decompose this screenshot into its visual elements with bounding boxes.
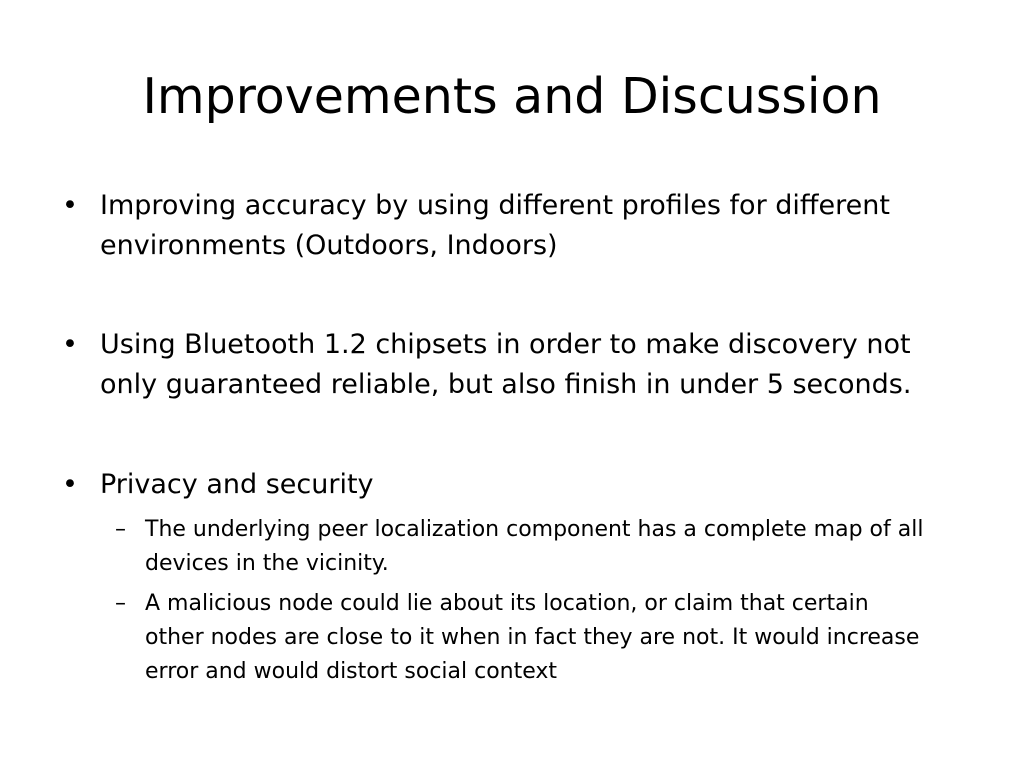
sub-bullet-line: devices in the vicinity. <box>145 551 389 576</box>
sub-bullet-line: The underlying peer localization compone… <box>145 517 924 542</box>
bullet-line: Privacy and security <box>100 469 374 500</box>
bullet-marker: • <box>62 469 78 500</box>
bullet-line: Using Bluetooth 1.2 chipsets in order to… <box>100 329 911 360</box>
sub-bullet-marker: – <box>115 591 126 616</box>
sub-bullet-line: other nodes are close to it when in fact… <box>145 625 920 650</box>
bullet-line: only guaranteed reliable, but also finis… <box>100 369 912 400</box>
sub-bullet-marker: – <box>115 517 126 542</box>
sub-bullet-text: A malicious node could lie about its loc… <box>145 587 975 689</box>
bullet-line: Improving accuracy by using different pr… <box>100 190 890 221</box>
sub-bullet-text: The underlying peer localization compone… <box>145 513 975 581</box>
slide-title: Improvements and Discussion <box>142 68 882 125</box>
bullet-text: Improving accuracy by using different pr… <box>100 186 962 266</box>
bullet-line: environments (Outdoors, Indoors) <box>100 230 558 261</box>
bullet-marker: • <box>62 329 78 360</box>
bullet-marker: • <box>62 190 78 221</box>
sub-bullet-line: A malicious node could lie about its loc… <box>145 591 869 616</box>
sub-bullet-line: error and would distort social context <box>145 659 558 684</box>
bullet-text: Using Bluetooth 1.2 chipsets in order to… <box>100 325 962 405</box>
bullet-text: Privacy and security <box>100 465 962 505</box>
